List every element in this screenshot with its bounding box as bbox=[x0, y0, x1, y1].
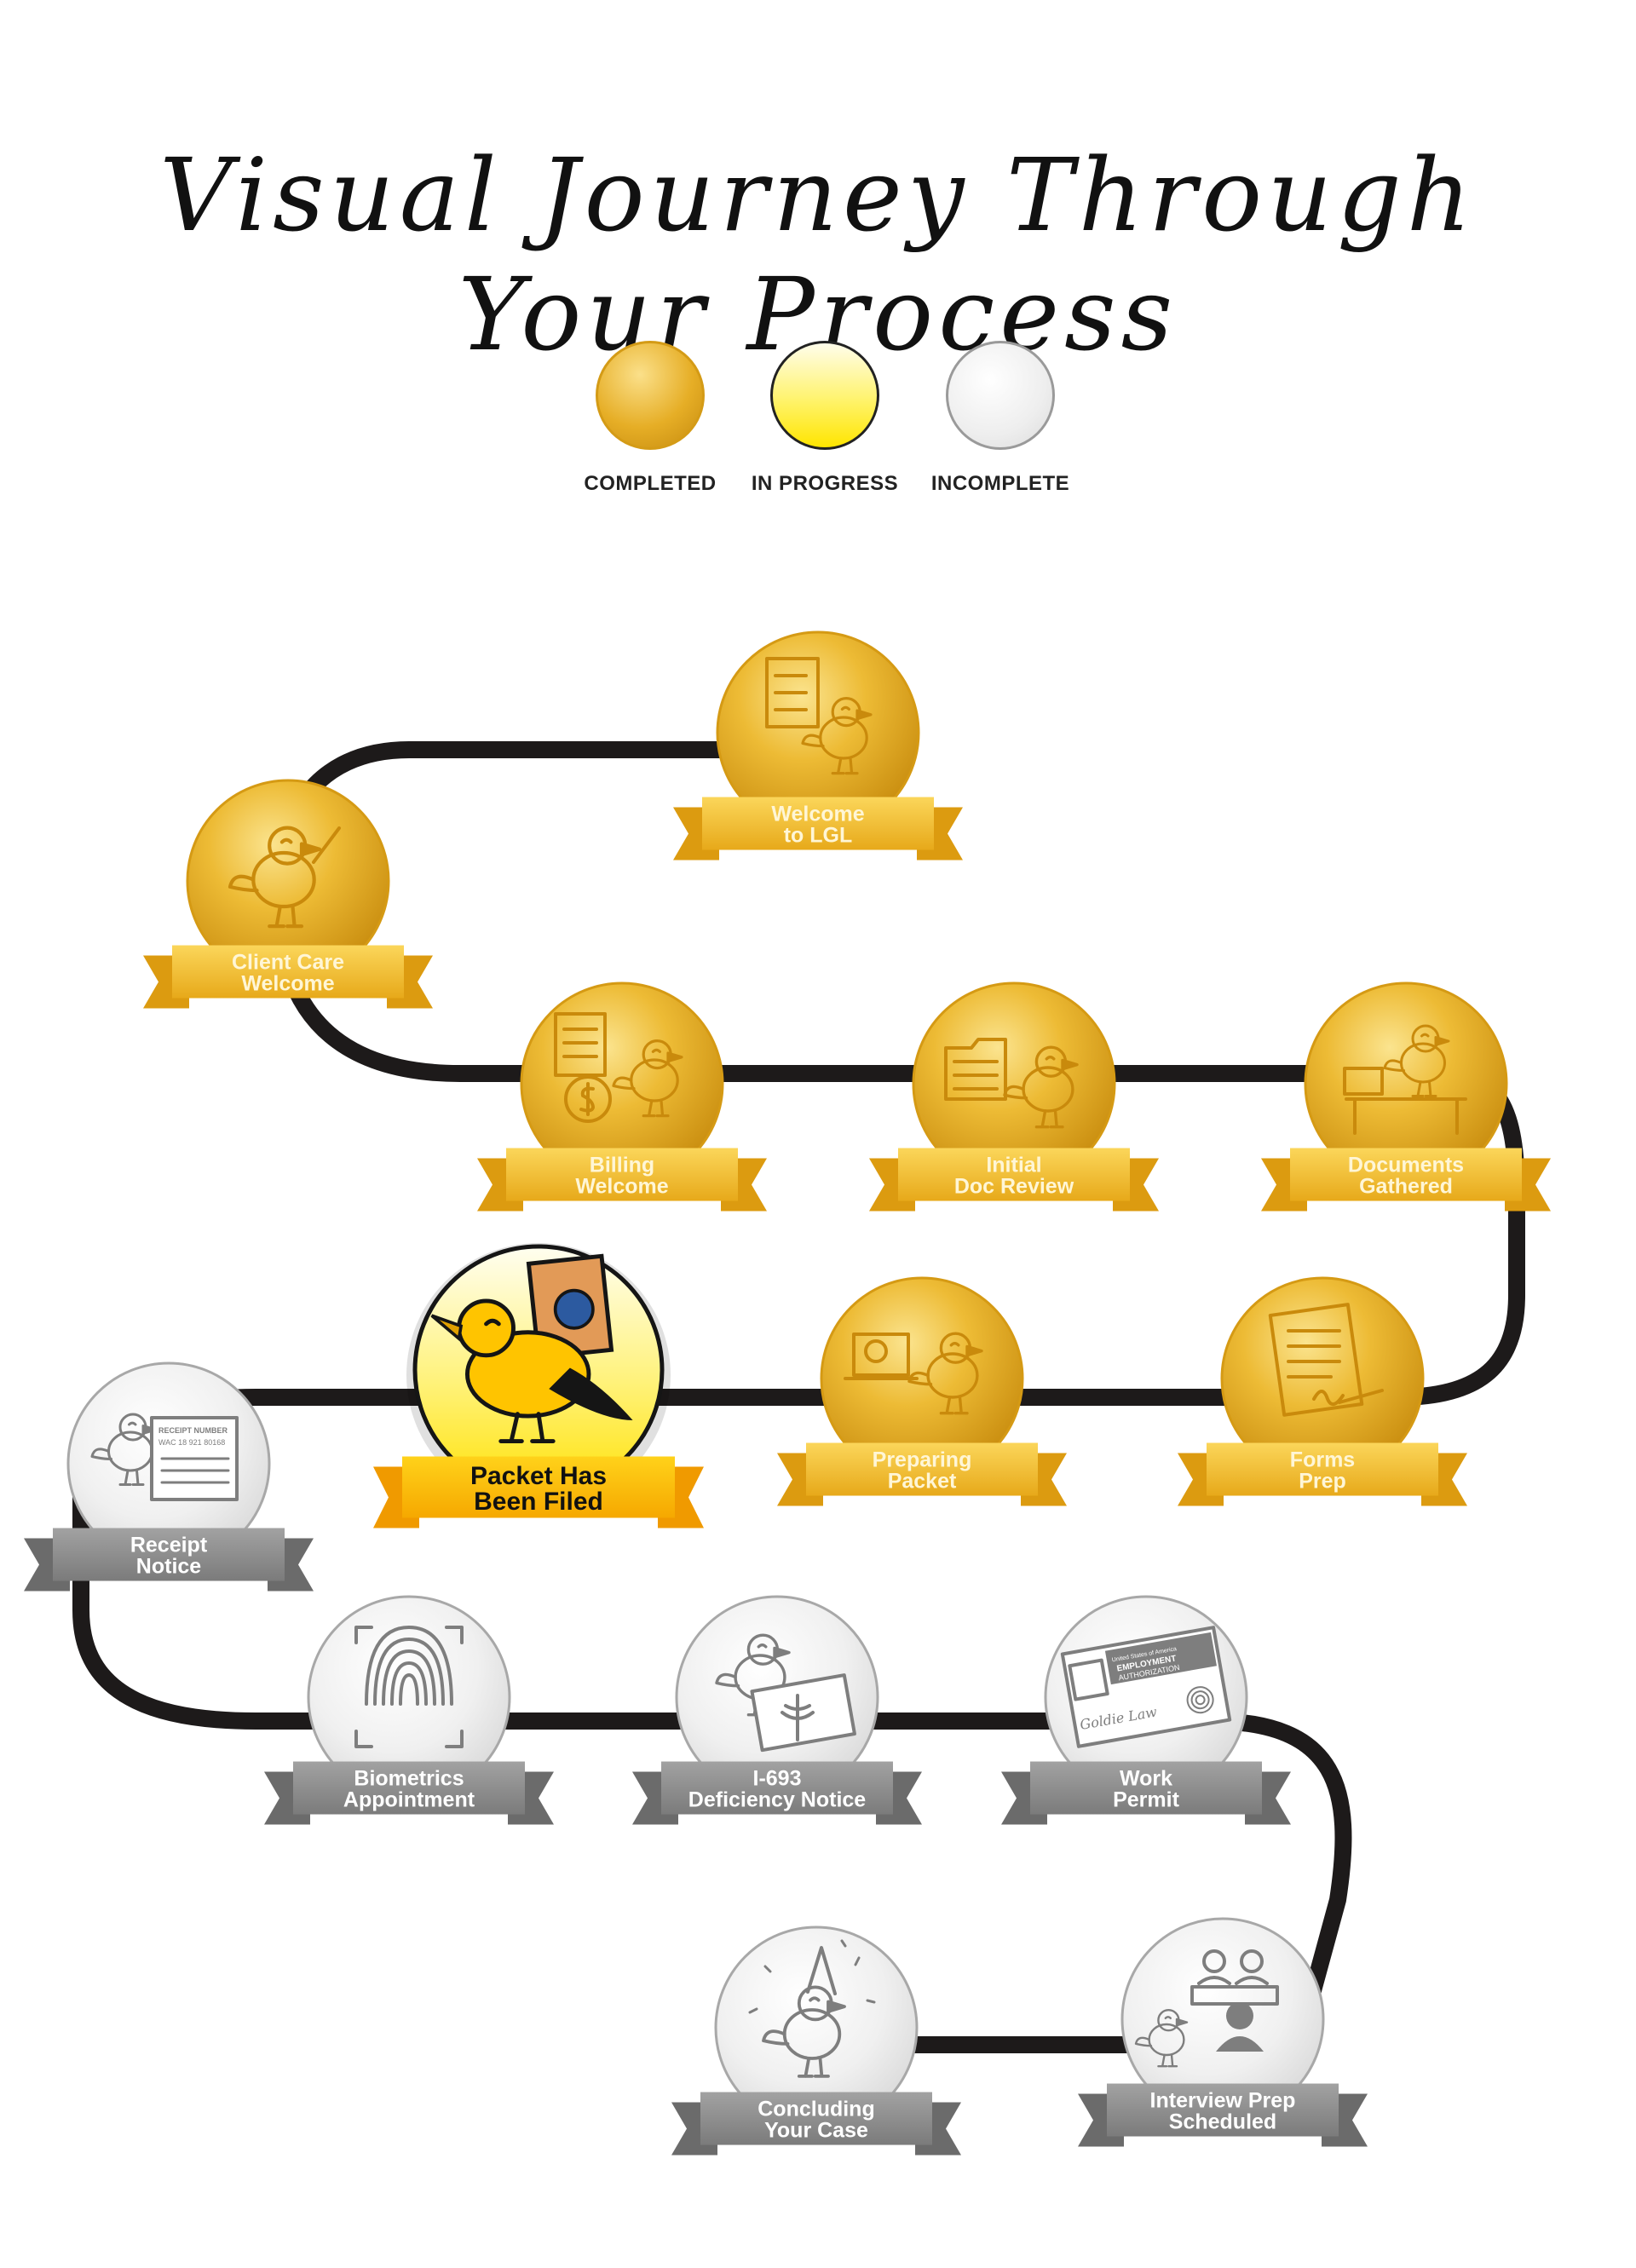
step-label-line-2: Welcome bbox=[241, 972, 334, 996]
banner-body bbox=[172, 945, 404, 999]
step-label-line-1: Interview Prep bbox=[1150, 2089, 1296, 2113]
step-label-line-2: Welcome bbox=[575, 1175, 668, 1199]
folder-bird-icon bbox=[944, 1038, 1079, 1129]
step-label-line-1: Client Care bbox=[232, 951, 344, 975]
banner-body bbox=[700, 2092, 932, 2145]
step-label-line-1: Receipt bbox=[130, 1534, 208, 1557]
banner-body bbox=[661, 1761, 893, 1815]
step-receipt-notice: RECEIPT NUMBER WAC 18 921 80168ReceiptNot… bbox=[24, 1361, 314, 1592]
banner-body bbox=[293, 1761, 525, 1815]
step-label-line-1: Packet Has bbox=[470, 1462, 607, 1490]
banner-body bbox=[53, 1528, 285, 1581]
step-label-line-1: Welcome bbox=[771, 803, 864, 826]
step-label-line-1: Biometrics bbox=[354, 1767, 464, 1791]
step-label-line-1: Preparing bbox=[873, 1448, 972, 1472]
envelope-bird-icon bbox=[430, 1253, 633, 1444]
step-label-line-2: Appointment bbox=[343, 1788, 475, 1812]
banner-body bbox=[1207, 1442, 1438, 1496]
interview-bird-icon bbox=[1134, 1949, 1279, 2068]
step-label-line-2: Prep bbox=[1299, 1470, 1346, 1494]
step-label-line-1: Work bbox=[1120, 1767, 1172, 1791]
step-label-line-1: Concluding bbox=[758, 2098, 874, 2121]
step-label-line-2: Gathered bbox=[1359, 1175, 1453, 1199]
step-label-line-2: Deficiency Notice bbox=[688, 1788, 867, 1812]
laptop-bird-icon bbox=[844, 1332, 983, 1415]
signed-form-icon bbox=[1268, 1303, 1384, 1417]
banner-body bbox=[806, 1442, 1038, 1496]
step-label-line-2: to LGL bbox=[784, 824, 853, 848]
title-line-1: Visual Journey Through bbox=[159, 136, 1477, 255]
waving-bird-icon bbox=[228, 826, 341, 929]
todo-list-bird-icon bbox=[765, 657, 873, 775]
step-label-line-2: Permit bbox=[1113, 1788, 1179, 1812]
receipt-notice-bird-icon: RECEIPT NUMBER WAC 18 921 80168 bbox=[90, 1413, 239, 1501]
step-label-line-2: Been Filed bbox=[474, 1488, 603, 1516]
step-label-line-1: Documents bbox=[1348, 1154, 1464, 1177]
page-title: Visual Journey Through Your Process bbox=[0, 135, 1636, 374]
step-label-line-1: Initial bbox=[986, 1154, 1041, 1177]
banner-body bbox=[1107, 2083, 1339, 2137]
receipt-number-value: WAC 18 921 80168 bbox=[158, 1438, 225, 1447]
banner-body bbox=[1290, 1148, 1522, 1201]
banner-body bbox=[702, 797, 934, 850]
step-label-line-1: Forms bbox=[1290, 1448, 1355, 1472]
step-label-line-2: Scheduled bbox=[1169, 2110, 1276, 2134]
work-permit-card-icon: United States of AmericaEMPLOYMENTAUTHOR… bbox=[1060, 1626, 1232, 1748]
banner-body bbox=[506, 1148, 738, 1201]
step-label-line-1: Billing bbox=[590, 1154, 654, 1177]
step-label-line-1: I-693 bbox=[753, 1767, 802, 1791]
step-label-line-2: Notice bbox=[136, 1555, 202, 1579]
step-label-line-2: Packet bbox=[888, 1470, 957, 1494]
dollar-coin-bird-icon bbox=[554, 1012, 683, 1123]
banner-body bbox=[898, 1148, 1130, 1201]
desk-bird-icon bbox=[1343, 1024, 1467, 1135]
step-label-line-2: Your Case bbox=[764, 2119, 868, 2143]
receipt-number-label: RECEIPT NUMBER bbox=[158, 1426, 228, 1435]
medical-bird-icon bbox=[715, 1633, 856, 1753]
fingerprint-icon bbox=[354, 1626, 464, 1748]
banner-body bbox=[402, 1456, 675, 1518]
step-work-permit: United States of AmericaEMPLOYMENTAUTHOR… bbox=[1001, 1595, 1291, 1825]
step-label-line-2: Doc Review bbox=[954, 1175, 1074, 1199]
celebrating-bird-icon bbox=[748, 1939, 876, 2078]
banner-body bbox=[1030, 1761, 1262, 1815]
